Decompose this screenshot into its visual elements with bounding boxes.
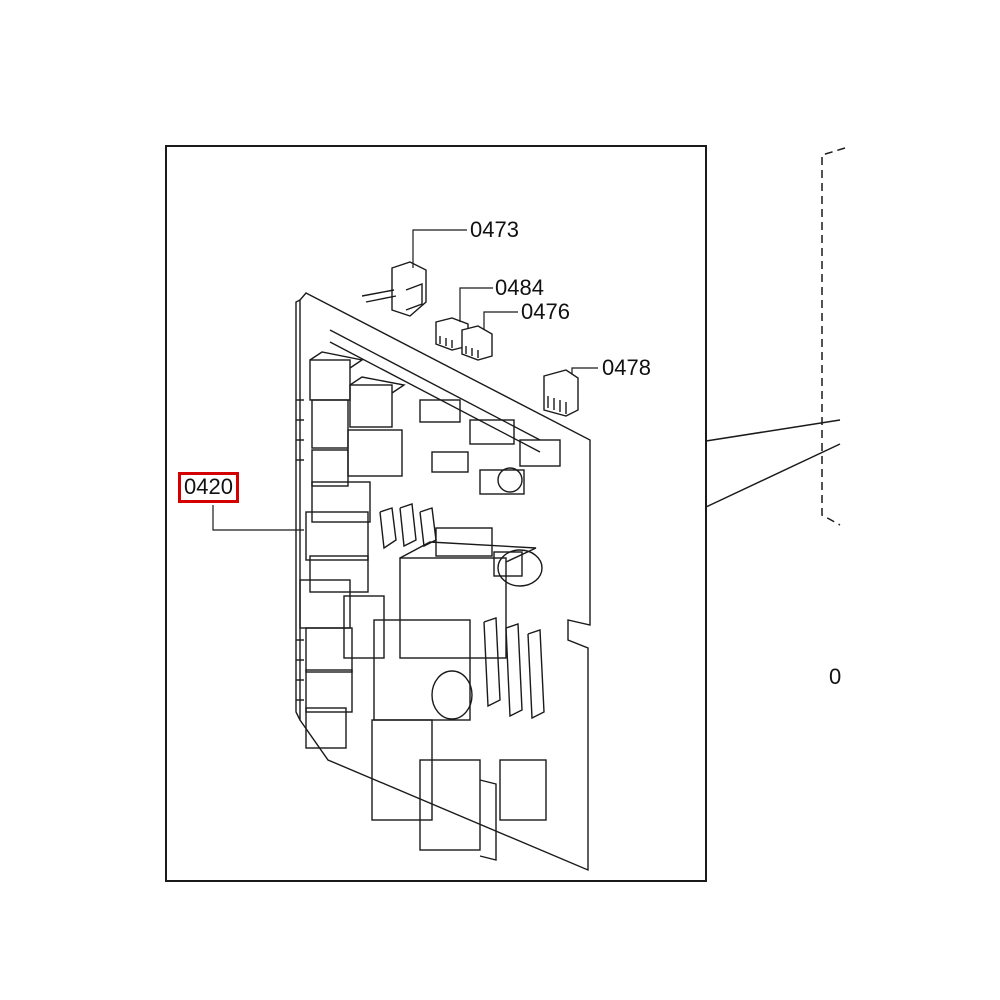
- control-board: [295, 292, 591, 872]
- adjacent-view-outline: [821, 147, 846, 526]
- part-label-0473[interactable]: 0473: [470, 217, 519, 242]
- detail-frame: [165, 145, 707, 882]
- connector-0478: [543, 369, 579, 417]
- connector-0476: [461, 325, 493, 361]
- part-label-truncated[interactable]: 0: [829, 664, 842, 689]
- part-label-0420-highlighted[interactable]: 0420: [178, 472, 239, 503]
- part-label-0484[interactable]: 0484: [495, 275, 544, 300]
- part-label-0476[interactable]: 0476: [521, 299, 570, 324]
- part-label-0478[interactable]: 0478: [602, 355, 651, 380]
- connector-0473: [361, 261, 427, 317]
- callout-wedge-lower: [705, 443, 841, 508]
- callout-wedge: [705, 419, 841, 442]
- leader-lines: [212, 229, 598, 531]
